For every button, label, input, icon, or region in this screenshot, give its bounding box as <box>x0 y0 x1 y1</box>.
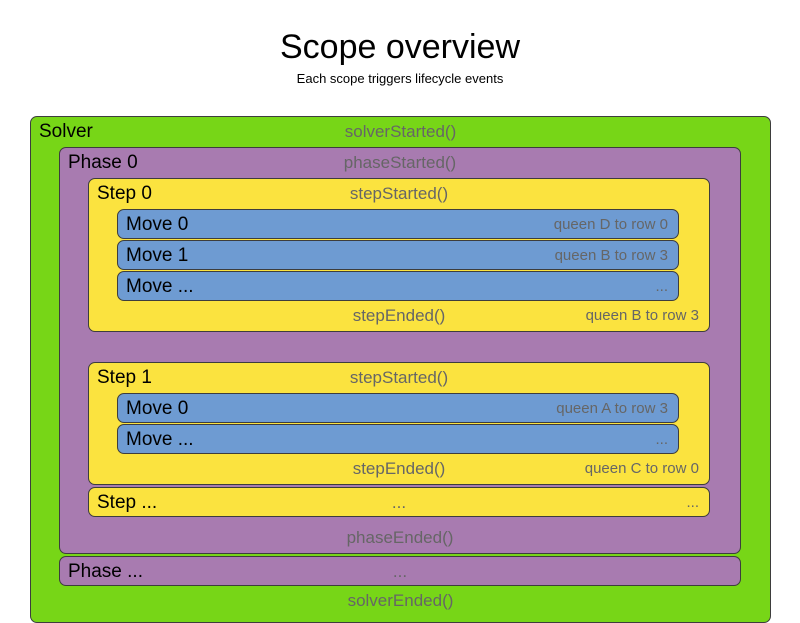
heading-block: Scope overview Each scope triggers lifec… <box>0 0 800 88</box>
solver-ended-row: solverEnded() <box>31 586 770 616</box>
step-ellipsis-label: Step ... <box>97 492 158 513</box>
phase-0-ended-row: phaseEnded() <box>60 523 740 553</box>
move-detail: ... <box>655 278 668 295</box>
move-scope-0-0[interactable]: Move 0 queen D to row 0 <box>117 209 679 239</box>
step-0-label: Step 0 <box>97 183 152 204</box>
step-0-ended-detail: queen B to row 3 <box>585 307 699 324</box>
move-scope-1-0[interactable]: Move 0 queen A to row 3 <box>117 393 679 423</box>
move-label: Move 0 <box>126 398 189 419</box>
step-scope-ellipsis[interactable]: Step ... ... ... <box>88 487 710 517</box>
move-label: Move 1 <box>126 245 189 266</box>
move-label: Move ... <box>126 429 194 450</box>
step-1-moves-list: Move 0 queen A to row 3 Move ... ... <box>89 393 709 454</box>
move-label: Move ... <box>126 276 194 297</box>
solver-header-row: Solver solverStarted() <box>31 117 770 147</box>
step-scope-0[interactable]: Step 0 stepStarted() Move 0 queen D to r… <box>88 178 710 332</box>
step-0-header-row: Step 0 stepStarted() <box>89 179 709 209</box>
solver-scope[interactable]: Solver solverStarted() Phase 0 phaseStar… <box>30 116 771 623</box>
step-0-started-event: stepStarted() <box>349 184 449 203</box>
move-label: Move 0 <box>126 214 189 235</box>
phase-scope-ellipsis[interactable]: Phase ... ... <box>59 556 741 586</box>
step-0-moves-list: Move 0 queen D to row 0 Move 1 queen B t… <box>89 209 709 301</box>
step-1-started-event: stepStarted() <box>349 368 449 387</box>
move-scope-0-1[interactable]: Move 1 queen B to row 3 <box>117 240 679 270</box>
solver-started-event: solverStarted() <box>344 122 457 141</box>
phase-0-label: Phase 0 <box>68 152 138 173</box>
move-detail: ... <box>655 431 668 448</box>
move-detail: queen B to row 3 <box>554 247 668 264</box>
solver-ended-event: solverEnded() <box>347 591 454 610</box>
step-1-ended-detail: queen C to row 0 <box>584 460 699 477</box>
step-1-ended-event: stepEnded() <box>352 459 446 478</box>
step-ellipsis-event: ... <box>391 493 407 512</box>
phase-0-started-event: phaseStarted() <box>343 153 457 172</box>
step-ellipsis-detail: ... <box>686 494 699 511</box>
step-1-ended-row: stepEnded() queen C to row 0 <box>89 454 709 484</box>
phase-ellipsis-event: ... <box>392 562 408 581</box>
phase-ellipsis-label: Phase ... <box>68 561 143 582</box>
move-detail: queen D to row 0 <box>553 216 668 233</box>
step-1-header-row: Step 1 stepStarted() <box>89 363 709 393</box>
step-0-ended-row: stepEnded() queen B to row 3 <box>89 301 709 331</box>
step-0-ended-event: stepEnded() <box>352 306 446 325</box>
phase-scope-0[interactable]: Phase 0 phaseStarted() Step 0 stepStarte… <box>59 147 741 554</box>
move-scope-0-2[interactable]: Move ... ... <box>117 271 679 301</box>
page-subtitle: Each scope triggers lifecycle events <box>296 71 504 86</box>
solver-bottom-spacer <box>31 616 770 622</box>
page-title: Scope overview <box>279 28 520 66</box>
solver-label: Solver <box>39 121 93 142</box>
move-detail: queen A to row 3 <box>556 400 668 417</box>
phase-0-ended-event: phaseEnded() <box>346 528 454 547</box>
phase-0-header-row: Phase 0 phaseStarted() <box>60 148 740 178</box>
step-scope-1[interactable]: Step 1 stepStarted() Move 0 queen A to r… <box>88 362 710 485</box>
move-scope-1-1[interactable]: Move ... ... <box>117 424 679 454</box>
step-1-label: Step 1 <box>97 367 152 388</box>
